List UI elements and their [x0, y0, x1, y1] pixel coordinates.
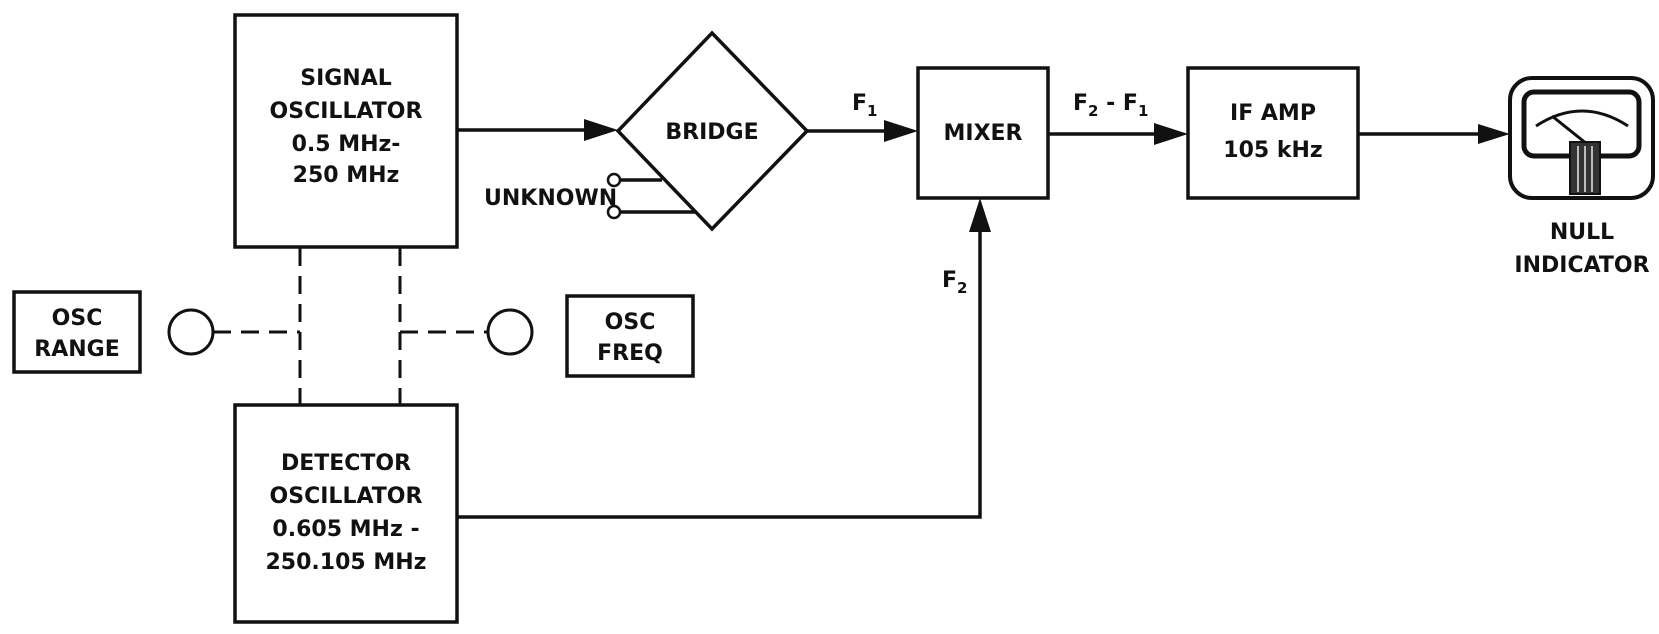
unknown-label: UNKNOWN	[484, 186, 617, 211]
f2-minus-f1-label: F2 - F1	[1073, 91, 1148, 120]
null-indicator-line2: INDICATOR	[1514, 253, 1649, 278]
signal-oscillator-line3: 0.5 MHz-	[292, 132, 401, 157]
signal-to-bridge-arrow	[457, 119, 618, 141]
mixer-label: MIXER	[943, 121, 1022, 146]
f2-label: F2	[942, 268, 967, 297]
mixer-block: MIXER	[916, 66, 1050, 200]
if-amp-line1: IF AMP	[1230, 101, 1316, 126]
detector-oscillator-block: DETECTOR OSCILLATOR 0.605 MHz - 250.105 …	[233, 403, 459, 624]
meter-scale-arc	[1535, 109, 1629, 128]
detector-oscillator-line2: OSCILLATOR	[270, 484, 423, 509]
signal-oscillator-block: SIGNAL OSCILLATOR 0.5 MHz- 250 MHz	[233, 13, 459, 249]
unknown-terminals: UNKNOWN	[484, 172, 695, 220]
bridge-to-mixer-arrow: F1	[807, 91, 918, 142]
bridge-label: BRIDGE	[665, 120, 758, 145]
detector-oscillator-line1: DETECTOR	[281, 451, 411, 476]
bridge-block: BRIDGE	[615, 30, 810, 232]
unknown-terminal-1[interactable]	[606, 172, 622, 188]
osc-freq-knob[interactable]	[486, 308, 534, 356]
osc-range-knob[interactable]	[167, 308, 215, 356]
null-indicator-meter: NULL INDICATOR	[1508, 76, 1655, 278]
osc-range-control: OSC RANGE	[12, 290, 215, 374]
osc-freq-line2: FREQ	[597, 341, 663, 366]
signal-oscillator-line2: OSCILLATOR	[270, 99, 423, 124]
f1-label: F1	[852, 91, 877, 120]
detector-oscillator-line3: 0.605 MHz -	[272, 517, 419, 542]
oscillator-gang-linkage	[213, 248, 488, 405]
detector-oscillator-line4: 250.105 MHz	[266, 550, 427, 575]
mixer-to-ifamp-arrow: F2 - F1	[1048, 91, 1188, 145]
if-amp-line2: 105 kHz	[1223, 138, 1322, 163]
detector-to-mixer-line: F2	[457, 198, 991, 519]
osc-range-line1: OSC	[52, 306, 103, 331]
ifamp-to-indicator-arrow	[1358, 124, 1510, 144]
osc-freq-line1: OSC	[605, 310, 656, 335]
osc-freq-control: OSC FREQ	[486, 294, 695, 378]
signal-oscillator-line4: 250 MHz	[293, 163, 400, 188]
osc-range-line2: RANGE	[34, 337, 119, 362]
if-amp-block: IF AMP 105 kHz	[1186, 66, 1360, 200]
signal-oscillator-line1: SIGNAL	[300, 66, 392, 91]
null-indicator-line1: NULL	[1550, 220, 1614, 245]
unknown-terminal-2[interactable]	[606, 204, 622, 220]
